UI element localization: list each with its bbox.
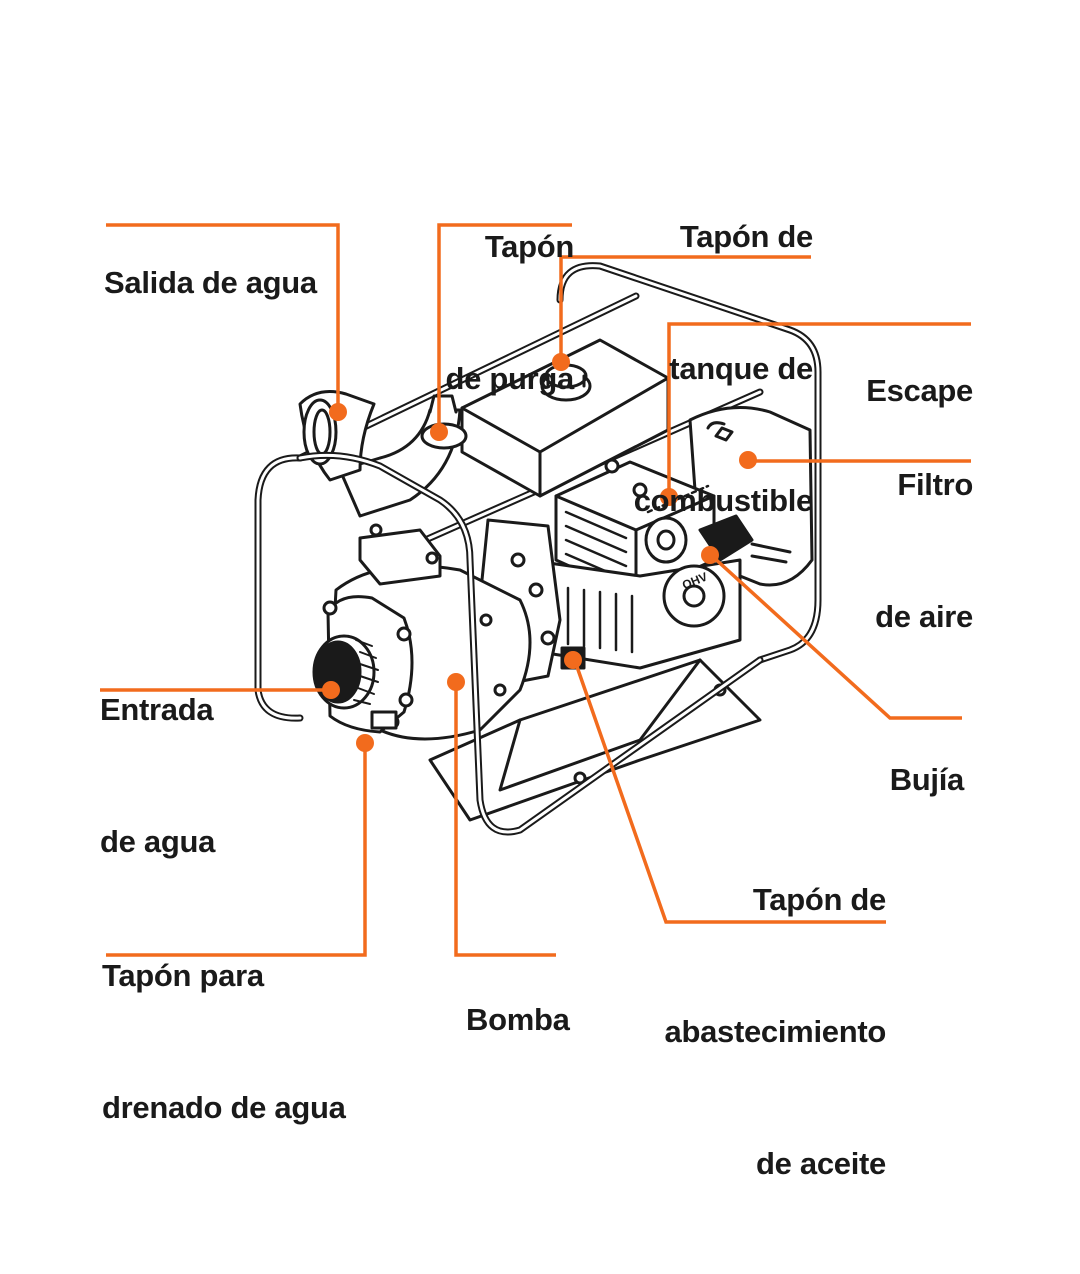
label-line: Escape — [866, 373, 973, 408]
marker-bujia — [701, 546, 719, 564]
label-line: de aceite — [756, 1146, 886, 1181]
recoil-starter — [662, 564, 726, 628]
label-line: Bomba — [466, 1002, 570, 1037]
label-line: Salida de agua — [104, 265, 317, 300]
label-line: de aire — [875, 599, 973, 634]
label-tapon-tanque-combustible: Tapón de tanque de combustible — [633, 127, 814, 611]
label-line: tanque de — [669, 351, 813, 386]
label-line: Bujía — [889, 762, 965, 797]
drain-plug — [370, 710, 398, 730]
label-filtro-de-aire: Filtro de aire — [875, 375, 973, 727]
leader-tapon-de-purga — [437, 223, 572, 430]
leader-salida-de-agua — [106, 223, 340, 406]
label-bomba: Bomba — [466, 910, 570, 1130]
label-line: Tapón para — [102, 958, 264, 993]
marker-filtro-de-aire — [739, 451, 757, 469]
label-escape: Escape — [866, 281, 973, 501]
marker-escape — [660, 488, 678, 506]
label-salida-de-agua: Salida de agua — [104, 173, 317, 393]
marker-tapon-de-purga — [430, 423, 448, 441]
leader-bomba — [454, 682, 556, 957]
leader-tapon-abastecimiento-aceite — [573, 660, 886, 924]
label-line: combustible — [633, 483, 814, 518]
marker-tapon-tanque-combustible — [552, 353, 570, 371]
label-tapon-de-purga: Tapón de purga — [445, 137, 574, 489]
marker-bomba — [447, 673, 465, 691]
marker-salida-de-agua — [329, 403, 347, 421]
pump-diagram: OHV Salida de agua — [100, 127, 973, 1181]
label-line: Entrada — [100, 692, 214, 727]
water-pump-illustration: OHV — [100, 223, 971, 957]
base-rail — [498, 658, 702, 792]
label-line: drenado de agua — [102, 1090, 346, 1125]
label-line: Tapón de — [752, 882, 886, 917]
leader-bujia — [710, 554, 962, 720]
label-bujia: Bujía — [889, 670, 965, 890]
label-line: Tapón de — [679, 219, 813, 254]
label-line: de agua — [100, 824, 216, 859]
frame-front — [254, 454, 304, 722]
label-line: abastecimiento — [664, 1014, 887, 1049]
leader-escape — [667, 322, 971, 496]
leader-tapon-drenado-agua — [106, 744, 367, 957]
label-line: Tapón — [484, 229, 574, 264]
label-line: de purga — [445, 361, 574, 396]
label-tapon-drenado-agua: Tapón para drenado de agua — [102, 866, 346, 1218]
label-entrada-de-agua: Entrada de agua — [100, 600, 215, 952]
label-line: Filtro — [897, 467, 973, 502]
marker-entrada-de-agua — [322, 681, 340, 699]
label-tapon-abastecimiento-aceite: Tapón de abastecimiento de aceite — [665, 790, 887, 1274]
leader-tapon-tanque-combustible — [559, 255, 811, 362]
marker-tapon-abastecimiento-aceite — [564, 651, 582, 669]
marker-tapon-drenado-agua — [356, 734, 374, 752]
